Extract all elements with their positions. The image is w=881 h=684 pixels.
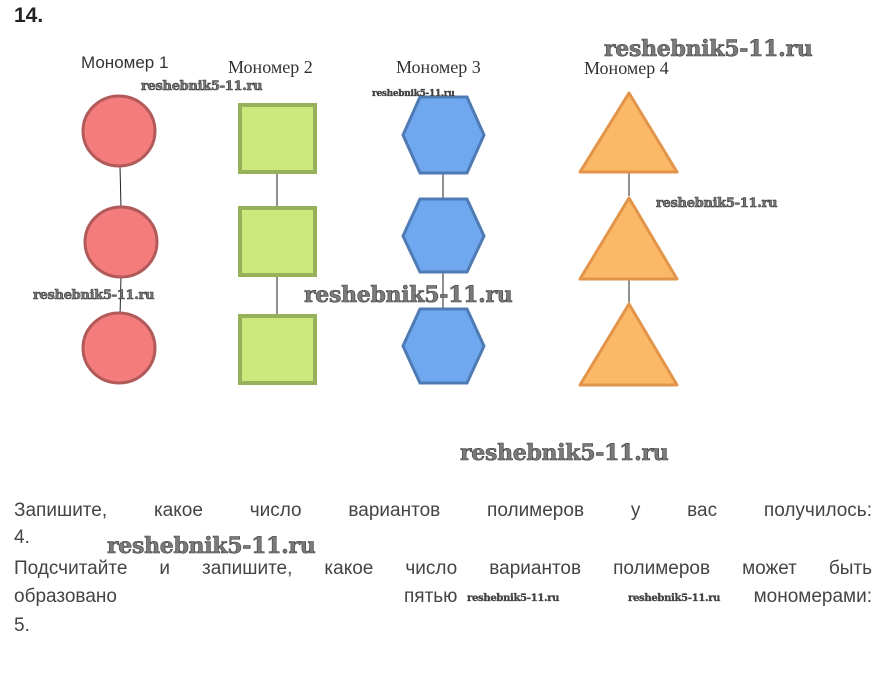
- question-2-word-monomerami: мономерами:: [753, 586, 872, 607]
- answer-1: 4.: [14, 527, 30, 548]
- monomer-label-1: Мономер 1: [81, 53, 169, 72]
- hexagon-unit: [401, 197, 486, 274]
- circle-unit: [81, 311, 157, 385]
- connectors: [119, 165, 630, 317]
- circle-unit: [81, 94, 157, 168]
- monomer-label-3: Мономер 3: [396, 57, 481, 77]
- connector-line: [119, 165, 122, 209]
- watermark: reshebnik5-11.ru: [141, 79, 263, 95]
- watermark: reshebnik5-11.ru: [467, 593, 560, 604]
- triangle-unit: [578, 196, 679, 281]
- hexagon-unit: [401, 307, 486, 385]
- triangle-unit: [578, 91, 679, 174]
- task-number: 14.: [14, 4, 44, 27]
- connector-line: [119, 276, 122, 317]
- monomer-label-4: Мономер 4: [584, 58, 669, 78]
- answer-2: 5.: [14, 615, 30, 636]
- monomer-2-chain: [238, 103, 317, 385]
- question-2-word-pyatyu: пятью: [404, 586, 458, 607]
- watermark: reshebnik5-11.ru: [460, 440, 669, 467]
- triangle-unit: [578, 302, 679, 387]
- circle-unit: [83, 205, 159, 279]
- square-unit: [238, 206, 317, 277]
- monomer-1-chain: [81, 94, 159, 385]
- monomer-4-chain: [578, 91, 679, 387]
- watermark: reshebnik5-11.ru: [33, 288, 155, 304]
- question-1: Запишите, какое число вариантов полимеро…: [14, 500, 872, 521]
- watermark: reshebnik5-11.ru: [107, 533, 316, 560]
- hexagon-unit: [401, 95, 486, 175]
- watermark: reshebnik5-11.ru: [628, 593, 721, 604]
- watermark: reshebnik5-11.ru: [604, 36, 813, 63]
- question-2-word-obrazovano: образовано: [14, 586, 117, 607]
- watermark: reshebnik5-11.ru: [372, 89, 455, 99]
- monomer-3-chain: [401, 95, 486, 385]
- question-2-line-2: образовано пятью reshebnik5-11.ru resheb…: [14, 583, 872, 611]
- watermark: reshebnik5-11.ru: [304, 282, 513, 309]
- monomer-label-2: Мономер 2: [228, 57, 313, 77]
- square-unit: [238, 314, 317, 385]
- square-unit: [238, 103, 317, 174]
- question-2-line-1: Подсчитайте и запишите, какое число вари…: [14, 558, 872, 579]
- watermark: reshebnik5-11.ru: [656, 196, 778, 212]
